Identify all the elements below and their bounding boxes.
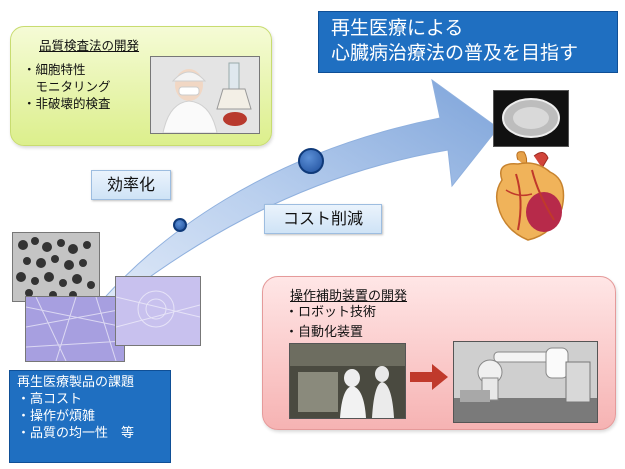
cell-microscope-image [12,232,100,302]
red-right-arrow [410,364,448,390]
quality-panel-title: 品質検査法の開発 [39,38,140,53]
list-item: モニタリング [23,79,111,94]
cleanroom-photo [289,343,406,419]
list-item: ・非破壊的検査 [23,96,111,111]
cost-reduction-label: コスト削減 [264,204,382,234]
researcher-photo [150,56,260,134]
list-item: ・操作が煩雑 [17,409,96,424]
list-item: ・細胞特性 [23,62,86,77]
issues-box: 再生医療製品の課題 ・高コスト ・操作が煩雑 ・品質の均一性 等 [9,370,171,463]
goal-line-2: 心臓病治療法の普及を目指す [331,42,579,64]
issues-list: ・高コスト ・操作が煩雑 ・品質の均一性 等 [17,391,170,442]
issues-title: 再生医療製品の課題 [17,375,135,390]
list-item: ・自動化装置 [285,325,364,340]
device-panel-title: 操作補助装置の開発 [290,289,408,304]
goal-line-1: 再生医療による [331,17,464,39]
cell-microscope-image [115,276,201,346]
device-panel-list: ・ロボット技術 ・自動化装置 [285,303,376,343]
quality-panel-list: ・細胞特性 モニタリング ・非破壊的検査 [23,61,111,112]
list-item: ・ロボット技術 [285,305,377,320]
efficiency-label: 効率化 [91,170,171,200]
list-item: ・高コスト [17,392,83,407]
petri-dish-image [493,90,569,147]
goal-box: 再生医療による 心臓病治療法の普及を目指す [318,11,618,73]
milestone-dot [173,218,187,232]
robot-arm-photo [453,341,598,423]
heart-icon [488,150,572,242]
milestone-dot [298,148,324,174]
list-item: ・品質の均一性 等 [17,426,135,441]
cell-microscope-image [25,296,125,362]
